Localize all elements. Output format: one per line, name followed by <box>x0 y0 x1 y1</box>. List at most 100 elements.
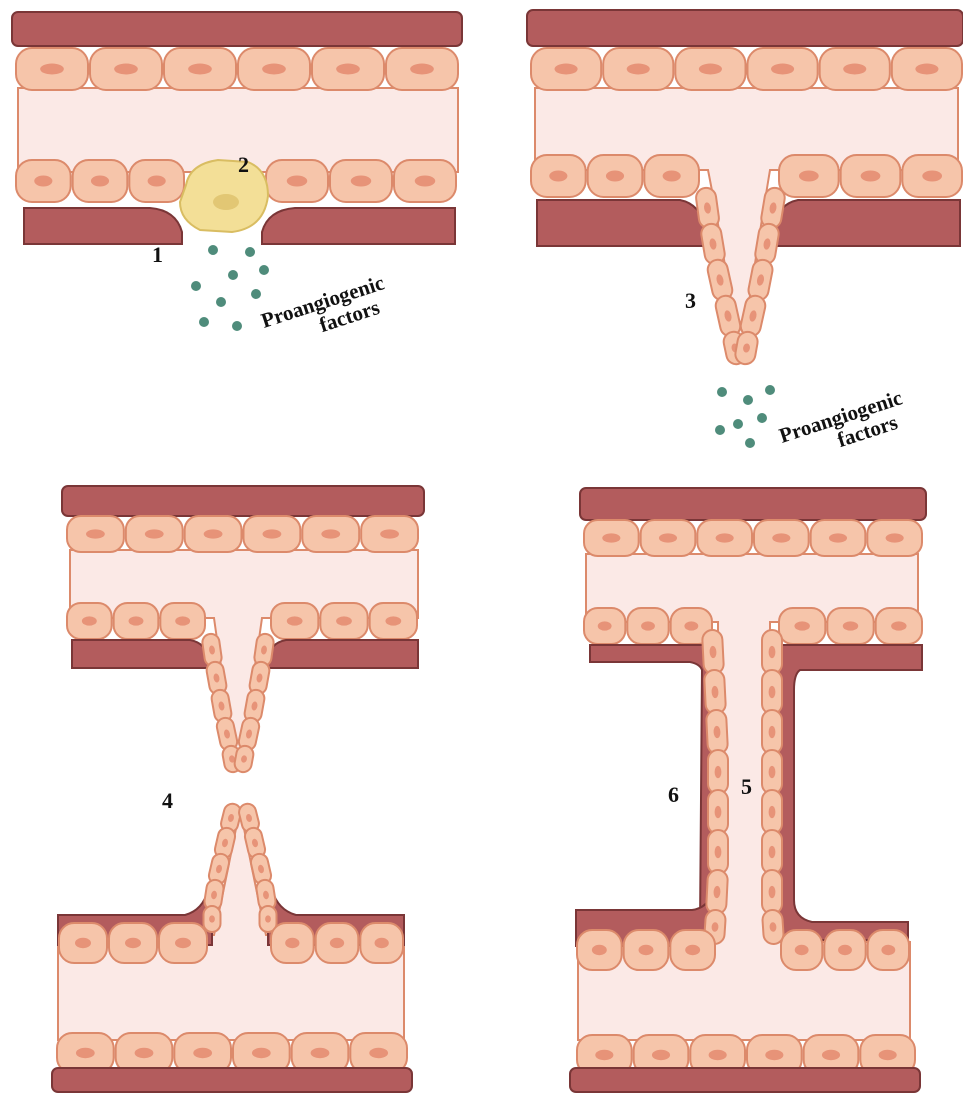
factor-dot <box>232 321 242 331</box>
label-1: 1 <box>152 242 163 267</box>
cell-nucleus <box>769 846 776 858</box>
factor-dot <box>251 289 261 299</box>
factor-dot <box>259 265 269 275</box>
cell-nucleus <box>265 915 271 922</box>
cell-nucleus <box>771 64 794 75</box>
cell-nucleus <box>769 806 776 818</box>
label-5: 5 <box>741 774 752 799</box>
endothelium-lower-left <box>577 930 715 970</box>
cell-nucleus <box>129 616 144 625</box>
cell-nucleus <box>592 945 607 955</box>
cell-nucleus <box>922 171 942 182</box>
label-3: 3 <box>685 288 696 313</box>
factor-dot <box>717 387 727 397</box>
cell-nucleus <box>135 1048 154 1058</box>
cell-nucleus <box>555 64 578 75</box>
elongated-cell <box>762 750 782 794</box>
basement-membrane-top <box>580 488 926 520</box>
cell-nucleus <box>659 533 677 542</box>
cell-nucleus <box>716 533 734 542</box>
elongated-cell <box>706 870 728 915</box>
label-6: 6 <box>668 782 679 807</box>
new-vessel-right-wall <box>762 630 784 945</box>
cell-nucleus <box>915 64 938 75</box>
elongated-cell <box>762 830 782 874</box>
cell-nucleus <box>175 616 190 625</box>
cell-nucleus <box>799 171 819 182</box>
elongated-cell <box>704 670 726 715</box>
cell-nucleus <box>843 64 866 75</box>
basement-membrane-bottom-left <box>24 208 182 244</box>
cell-nucleus <box>595 1050 613 1060</box>
cell-nucleus <box>125 938 141 948</box>
cell-nucleus <box>769 646 776 658</box>
factor-dot <box>715 425 725 435</box>
cell-nucleus <box>639 945 654 955</box>
cell-nucleus <box>772 533 790 542</box>
endothelium-top <box>16 48 458 90</box>
panel-1: 1 2 Proangiogenic factors <box>12 12 462 354</box>
cell-nucleus <box>549 171 567 182</box>
endothelium-top <box>67 516 418 552</box>
basement-membrane-mid-right <box>266 640 418 668</box>
cell-nucleus <box>321 529 340 538</box>
factor-dots <box>715 385 775 448</box>
cell-nucleus <box>252 1048 271 1058</box>
cell-nucleus <box>769 726 776 738</box>
cell-nucleus <box>204 529 223 538</box>
cell-nucleus <box>606 171 624 182</box>
factor-dot <box>743 395 753 405</box>
cell-nucleus <box>769 686 776 698</box>
elongated-cell <box>762 790 782 834</box>
cell-nucleus <box>822 1050 840 1060</box>
elongated-cell <box>762 909 784 944</box>
endothelium-upper-right <box>779 608 922 644</box>
cell-nucleus <box>795 945 809 955</box>
endothelium-upper-left <box>584 608 712 644</box>
cell-nucleus <box>351 176 371 187</box>
endothelium-bottom-right <box>266 160 456 202</box>
basement-membrane-top <box>527 10 963 46</box>
panel-2: 3 Proangiogenic factors <box>527 10 963 469</box>
cell-nucleus <box>285 938 299 948</box>
cell-nucleus <box>369 1048 388 1058</box>
cell-nucleus <box>209 915 215 922</box>
basement-membrane-bottom <box>52 1068 412 1092</box>
elongated-cell <box>762 630 782 674</box>
endothelium-bottom-right <box>779 155 962 197</box>
cell-nucleus <box>886 533 904 542</box>
endothelium-mid-right <box>271 603 417 639</box>
basement-membrane-bottom-left <box>537 200 708 246</box>
cell-nucleus <box>598 621 612 630</box>
cell-nucleus <box>76 1048 95 1058</box>
elongated-cell <box>706 710 728 755</box>
factor-dot <box>745 438 755 448</box>
factor-dots <box>191 245 269 331</box>
cell-nucleus <box>380 529 399 538</box>
basement-membrane-top <box>12 12 462 46</box>
tip-cell-nucleus <box>213 194 239 210</box>
endothelium-mid-left <box>67 603 205 639</box>
cell-nucleus <box>415 176 435 187</box>
endothelium-top <box>531 48 962 90</box>
cell-nucleus <box>82 616 97 625</box>
cell-nucleus <box>765 1050 783 1060</box>
cell-nucleus <box>145 529 164 538</box>
panel-4: 6 5 <box>570 488 926 1092</box>
cell-nucleus <box>91 176 109 187</box>
mural-layer-right <box>768 645 922 940</box>
cell-nucleus <box>175 938 191 948</box>
elongated-cell <box>762 710 782 754</box>
cell-nucleus <box>410 64 434 75</box>
cell-nucleus <box>641 621 655 630</box>
cell-nucleus <box>336 616 352 625</box>
cell-nucleus <box>715 846 722 858</box>
endothelium-bottom-left <box>531 155 699 197</box>
cell-nucleus <box>829 533 847 542</box>
cell-nucleus <box>75 938 91 948</box>
cell-nucleus <box>652 1050 670 1060</box>
endothelium-lower-left <box>59 923 207 963</box>
mural-layer-left <box>590 645 716 934</box>
elongated-cell <box>708 830 728 874</box>
